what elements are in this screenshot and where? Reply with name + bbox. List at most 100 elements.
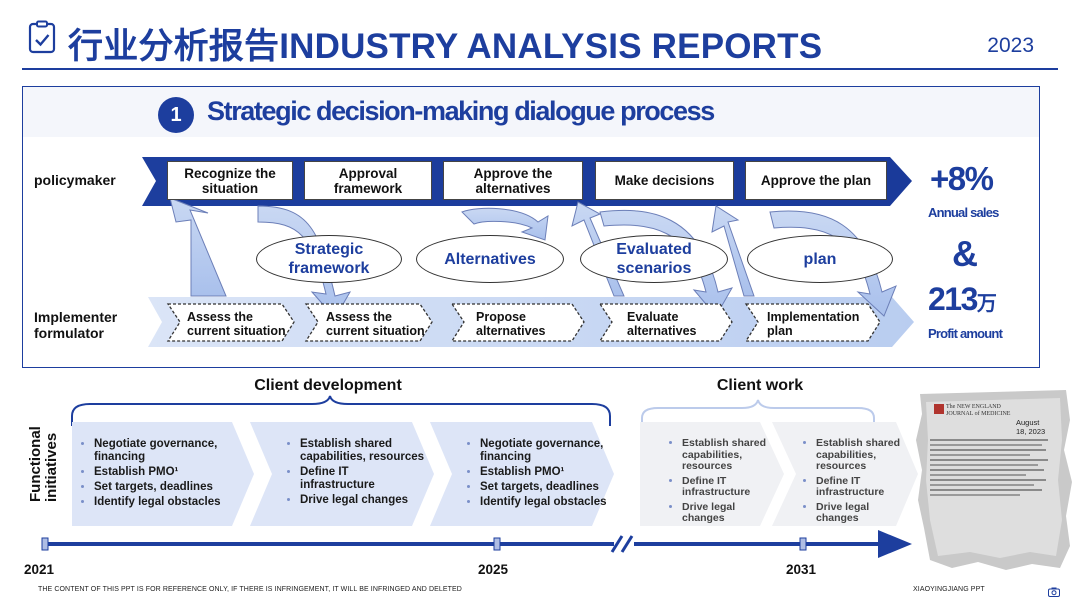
impl-step-5-line2: plan [767,324,793,338]
impl-step-5-line1: Implementation [767,310,860,324]
functional-initiatives-line2: initiatives [43,432,60,502]
initiative-4-item-2: Define IT infrastructure [682,475,768,499]
header-year: 2023 [987,34,1034,57]
impl-step-3-line2: alternatives [476,324,546,338]
timeline-tick-2025 [493,537,501,551]
newspaper-date-line1: August [1016,418,1040,427]
functional-initiatives-line1: Functional [27,426,44,502]
section-client-development: Client development [254,377,402,394]
newspaper-body-lines [930,436,1050,499]
footer-disclaimer: THE CONTENT OF THIS PPT IS FOR REFERENCE… [38,586,462,593]
up-arrow-4 [711,205,755,297]
initiative-5-item-1: Establish shared capabilities, resources [816,437,906,473]
timeline-tick-2031 [799,537,807,551]
initiative-chevron-shape-4 [640,422,784,526]
initiative-2-item-1: Establish shared capabilities, resources [300,438,426,464]
initiative-1-item-1: Negotiate governance, financing [94,438,240,464]
initiative-5-item-3: Drive legal changes [816,501,906,525]
initiative-chevron-3: Negotiate governance, financing Establis… [466,438,608,511]
stat-profit-label: Profit amount [928,326,1003,341]
middle-item-2-line1: Alternatives [444,250,536,268]
initiative-chevron-shape-3 [430,422,614,526]
stat-profit-value: 213 [928,281,978,317]
middle-item-alternatives: Alternatives [416,235,564,283]
process-panel [22,86,1040,368]
top-step-4-line1: Make decisions [614,173,715,188]
initiative-5-item-2: Define IT infrastructure [816,475,906,499]
impl-chevron-shape-5 [744,303,881,342]
top-step-3-line1: Approve the [473,165,553,181]
camera-icon [1048,584,1060,597]
stat-ampersand: & [952,233,978,274]
stat-sales-value: +8% [930,160,994,197]
initiative-chevron-5: Establish shared capabilities, resources… [802,437,906,528]
top-step-5: Approve the plan [745,161,887,200]
up-arrow-2 [461,207,549,241]
impl-chevron-shape-3 [450,303,585,342]
header-divider [22,68,1058,70]
timeline-year-2025: 2025 [478,562,509,577]
middle-item-3-line2: scenarios [616,260,692,277]
initiative-2-item-2: Define IT infrastructure [300,466,426,492]
impl-step-2-line1: Assess the [326,310,393,324]
stat-profit: 213万 [928,281,997,318]
row-label-implementer-line1: Implementer [34,309,118,325]
initiative-chevron-2: Establish shared capabilities, resources… [286,438,426,509]
newspaper-masthead-line2: JOURNAL of MEDICINE [946,411,1011,417]
impl-chevron-shape-1 [166,303,295,342]
newspaper-date: August 18, 2023 [1016,418,1045,436]
initiative-3-item-2: Establish PMO¹ [480,466,608,479]
initiative-chevron-1: Negotiate governance, financing Establis… [80,438,240,511]
top-step-2-line1: Approval [338,165,398,181]
middle-item-4-line1: plan [803,250,837,268]
timeline-arrowhead [878,530,912,558]
timeline-year-2021: 2021 [24,562,55,577]
top-step-1-line2: situation [201,180,259,196]
initiative-3-item-1: Negotiate governance, financing [480,438,608,464]
impl-step-1-line2: current situation [187,324,286,338]
newspaper-masthead: The NEW ENGLAND JOURNAL of MEDICINE [946,404,1010,418]
functional-initiatives-label: Functional initiatives [27,426,60,502]
row-label-implementer: Implementer formulator [34,309,117,341]
up-arrow-1 [169,197,227,297]
section-client-work: Client work [716,377,804,394]
footer-brand: XIAOYINGJIANG PPT [913,586,985,593]
impl-step-3-line1: Propose [476,310,527,324]
timeline-year-2031: 2031 [786,562,817,577]
timeline-break-mark-2 [620,535,634,553]
top-step-3-line2: alternatives [475,180,551,196]
initiative-3-item-3: Set targets, deadlines [480,481,608,494]
timeline-tick-2021 [41,537,49,551]
impl-chevron-shape-2 [304,303,433,342]
initiative-2-item-3: Drive legal changes [300,494,426,507]
initiative-chevron-shape-2 [250,422,434,526]
initiative-1-item-3: Set targets, deadlines [94,481,240,494]
document-icon [28,20,58,54]
step-number-badge: 1 [158,97,194,133]
top-step-1-line1: Recognize the [184,165,276,181]
row-label-policymaker: policymaker [34,172,116,188]
top-step-5-line1: Approve the plan [760,173,872,188]
middle-item-3-line1: Evaluated [616,241,692,258]
middle-item-1-line1: Strategic [294,241,364,258]
impl-step-4-line1: Evaluate [627,310,679,324]
initiative-3-item-4: Identify legal obstacles [480,496,608,509]
top-step-2-line2: framework [333,180,403,196]
newspaper-masthead-line1: The NEW ENGLAND [946,404,1001,410]
process-title: Strategic decision-making dialogue proce… [207,96,715,126]
initiative-chevron-4: Establish shared capabilities, resources… [668,437,768,528]
stat-sales-label: Annual sales [928,205,999,220]
stat-profit-unit: 万 [976,293,997,315]
middle-item-1-line2: framework [288,260,370,277]
impl-step-4-line2: alternatives [627,324,697,338]
row-label-implementer-line2: formulator [34,325,104,341]
